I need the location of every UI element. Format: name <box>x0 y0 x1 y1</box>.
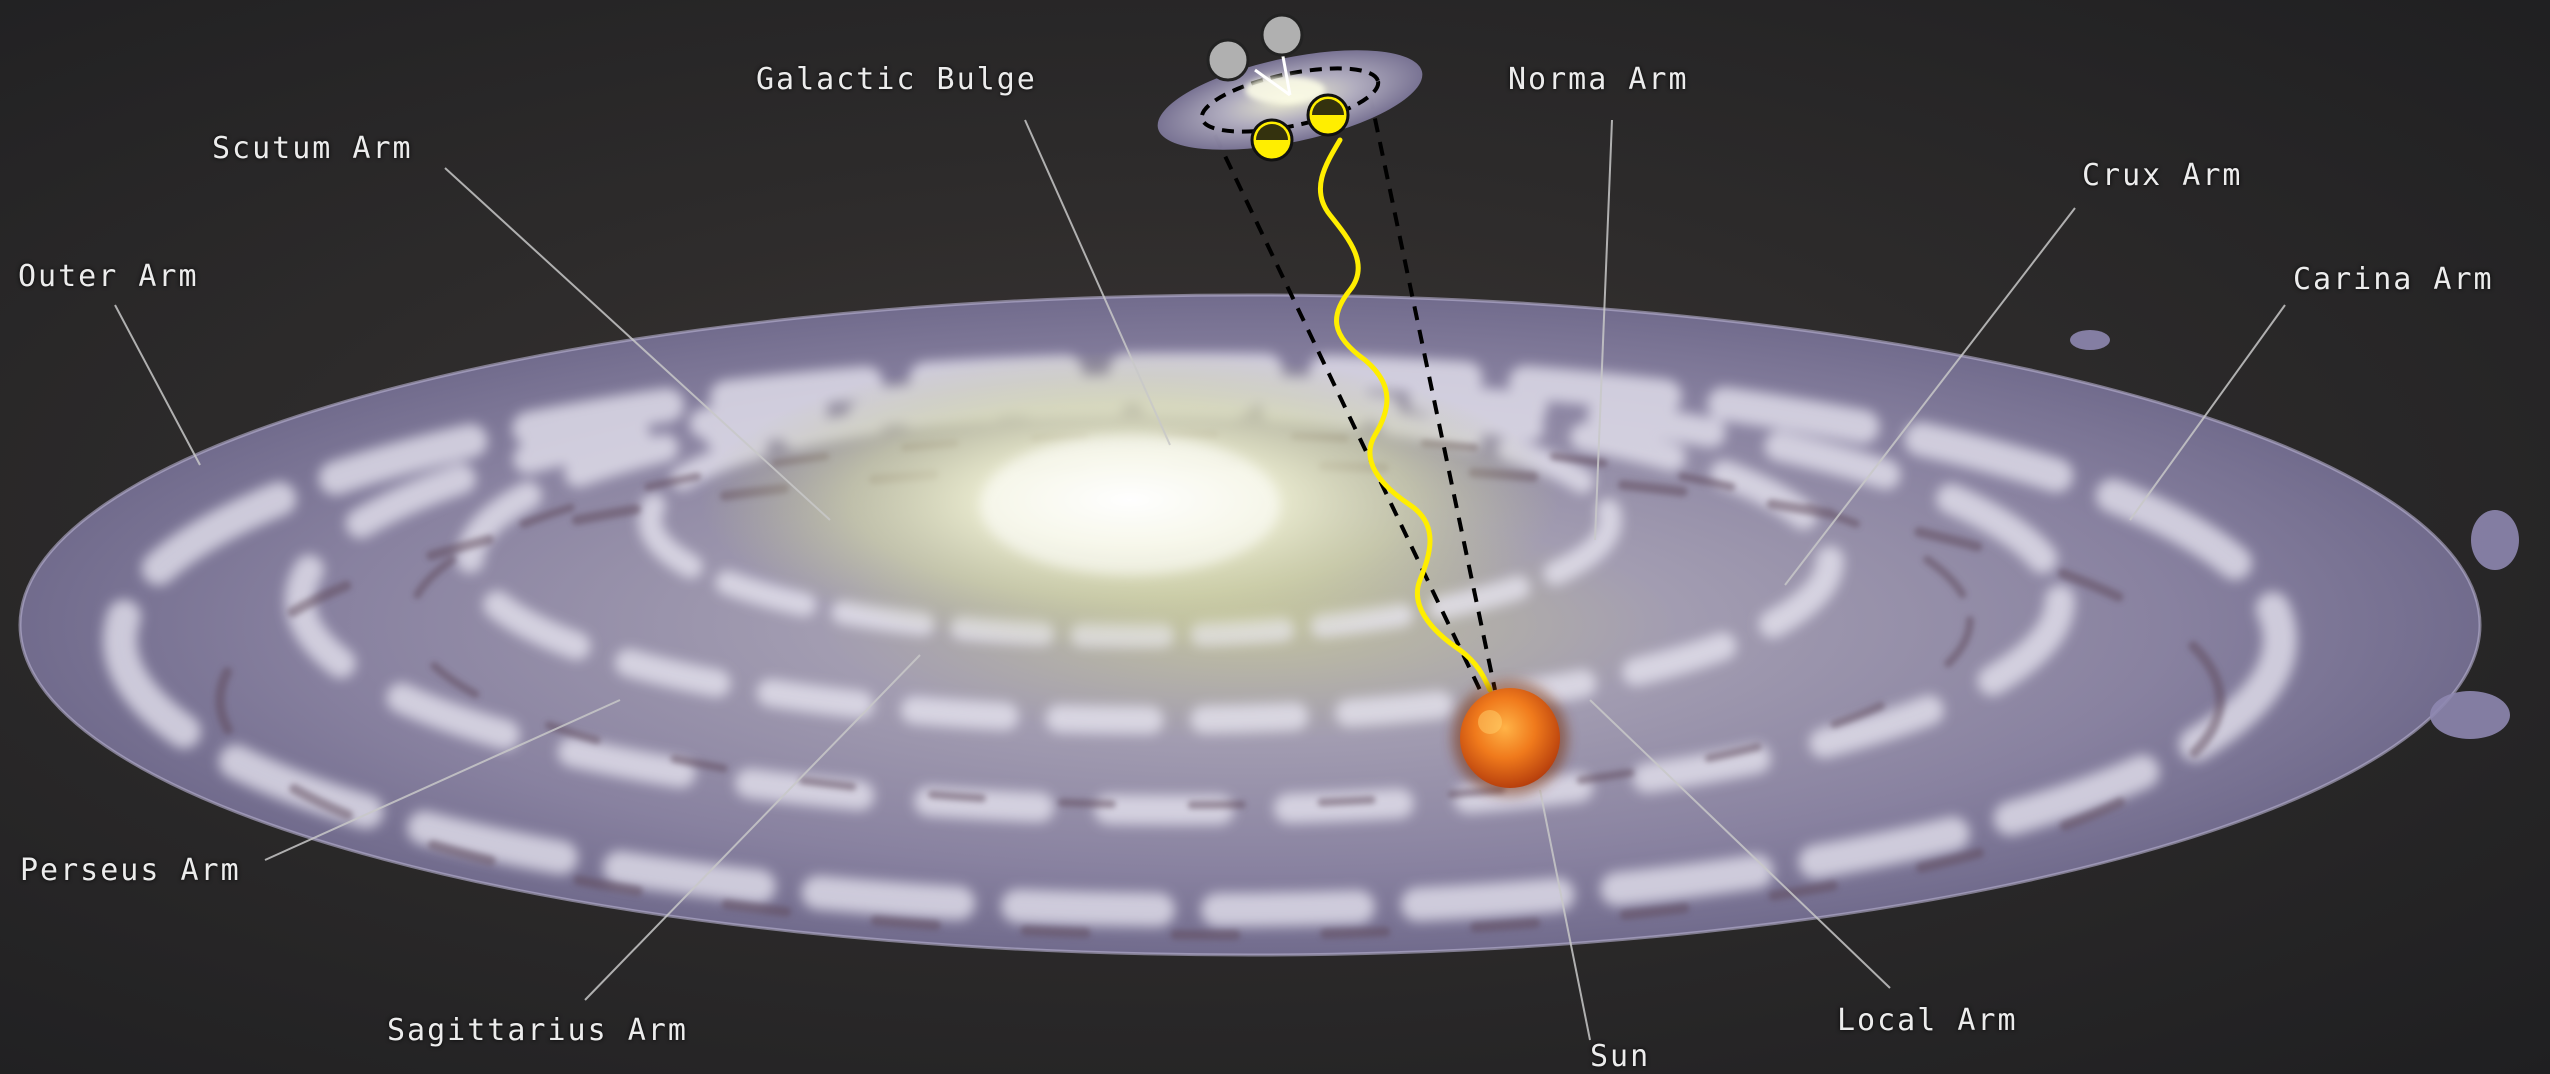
signal-wave <box>1318 137 1493 693</box>
scutum-leader-line <box>444 167 831 521</box>
label-carina-arm: Carina Arm <box>2293 262 2494 297</box>
galaxy-disk <box>18 293 2482 957</box>
label-perseus-arm: Perseus Arm <box>20 853 241 888</box>
label-outer-arm: Outer Arm <box>18 259 199 294</box>
observation-cone <box>1213 94 1497 691</box>
label-norma-arm: Norma Arm <box>1508 62 1689 97</box>
label-crux-arm: Crux Arm <box>2082 158 2243 193</box>
grey-particle <box>1260 13 1304 57</box>
label-local-arm: Local Arm <box>1837 1003 2018 1038</box>
label-sun: Sun <box>1590 1039 1651 1074</box>
perseus-leader-line <box>264 699 621 861</box>
outer-leader-line <box>114 304 201 466</box>
bulge-leader-line <box>1024 119 1171 446</box>
label-scutum-arm: Scutum Arm <box>212 131 413 166</box>
crux-leader-line <box>1784 207 2076 586</box>
sun-icon <box>1452 680 1568 796</box>
local-leader-line <box>1589 699 1891 989</box>
sun-leader-line <box>1539 789 1591 1041</box>
norma-leader-line <box>1594 119 1613 541</box>
particles <box>1206 13 1350 162</box>
label-sagittarius-arm: Sagittarius Arm <box>387 1013 688 1048</box>
satellite-clouds <box>2070 330 2519 739</box>
grey-particle <box>1206 38 1250 82</box>
label-galactic-bulge: Galactic Bulge <box>756 62 1037 97</box>
leader-lines <box>114 119 2286 1041</box>
sagittarius-leader-line <box>584 654 921 1001</box>
carina-leader-line <box>2129 304 2286 521</box>
